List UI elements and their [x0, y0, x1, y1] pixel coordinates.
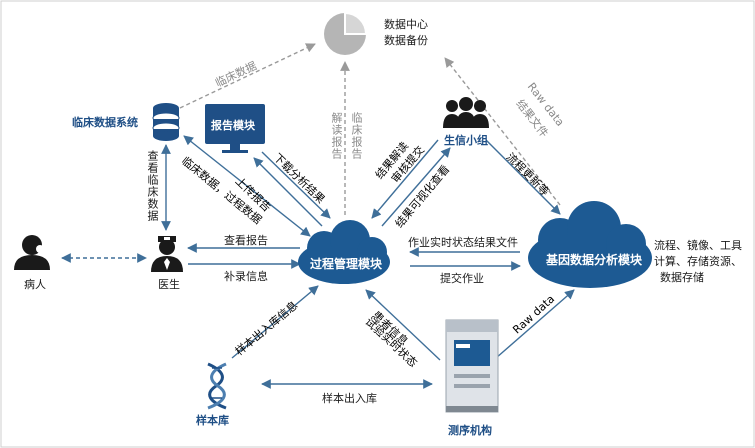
- process-cloud-icon: [298, 220, 390, 284]
- doctor-icon: [151, 236, 183, 272]
- edge-label-sample-in-out: 样本出入库: [322, 392, 377, 405]
- report-module-label: 报告模块: [211, 119, 255, 132]
- edge-sample-to-process: [231, 285, 319, 359]
- edge-clinical-process: [183, 135, 311, 237]
- pie-chart-icon: [324, 11, 368, 55]
- edge-bioinfo-to-gene: [485, 139, 561, 215]
- patient-label: 病人: [24, 278, 46, 291]
- database-icon: [152, 103, 180, 141]
- data-center-line2: 数据备份: [384, 34, 428, 47]
- data-center-line1: 数据中心: [384, 18, 428, 31]
- edge-process-to-report: [253, 157, 323, 227]
- gene-desc-line2: 计算、存储资源、: [654, 255, 742, 268]
- edge-label-interpret-report: 解读报告: [330, 112, 343, 160]
- edge-bioinfo-to-process: [371, 139, 439, 219]
- people-group-icon: [443, 97, 489, 128]
- sample-bank-label: 样本库: [196, 414, 229, 427]
- dna-helix-icon: [207, 362, 227, 410]
- doctor-label: 医生: [158, 278, 180, 291]
- edge-label-submit-job: 提交作业: [440, 272, 484, 285]
- edge-process-to-bioinfo: [381, 147, 451, 227]
- sequencing-label: 测序机构: [448, 424, 492, 437]
- edge-label-clinical-report: 临床报告: [350, 112, 363, 160]
- gene-desc-line1: 流程、镜像、工具: [654, 239, 742, 252]
- edge-gene-to-center: [444, 57, 561, 206]
- edge-label-view-clinical: 查看临床数据: [146, 150, 159, 222]
- gene-desc-line3: 数据存储: [660, 271, 704, 284]
- clinical-system-label: 临床数据系统: [72, 116, 138, 129]
- sequencer-icon: [445, 319, 499, 413]
- bioinfo-group-label: 生信小组: [444, 134, 488, 147]
- process-mgmt-label: 过程管理模块: [310, 257, 383, 271]
- edge-clinical-to-center: [179, 43, 316, 109]
- edge-sequencing-to-gene: [495, 289, 575, 359]
- edge-label-view-report: 查看报告: [224, 234, 268, 247]
- edge-label-supplement-info: 补录信息: [224, 270, 268, 283]
- patient-icon: [14, 235, 50, 270]
- edge-report-to-process: [261, 151, 331, 219]
- gene-analysis-label: 基因数据分析模块: [546, 253, 643, 267]
- edge-label-job-status: 作业实时状态结果文件: [408, 236, 518, 249]
- gene-cloud-icon: [528, 201, 652, 288]
- edge-sequencing-to-process: [365, 289, 441, 361]
